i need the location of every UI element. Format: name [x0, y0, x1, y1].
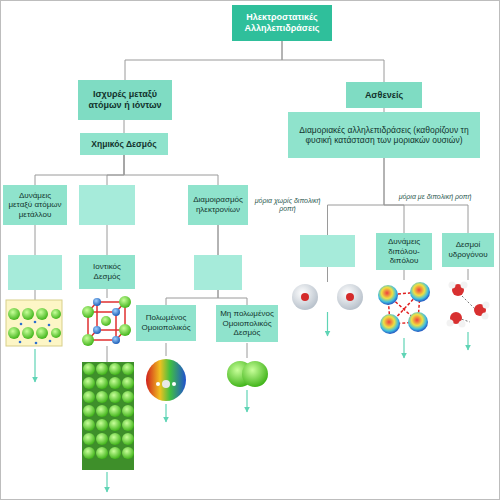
- leader-line: [404, 269, 405, 280]
- concept-box: Δεσμοί υδρογόνου: [442, 233, 494, 267]
- concept-text: Ιοντικός Δεσμός: [82, 262, 132, 281]
- empty-box: [300, 235, 355, 267]
- connector: [107, 155, 124, 255]
- branch-label: μόρια χωρίς διπολική ροπή: [251, 197, 324, 214]
- nonpolar-molecule-picture: [227, 361, 268, 387]
- concept-box: Πολωμένος Ομοιοπολικός: [136, 305, 196, 341]
- concept-box: Ασθενείς: [346, 82, 422, 108]
- concept-text: Διαμοιρασμός ηλεκτρονίων: [191, 195, 245, 214]
- concept-text: Ασθενείς: [365, 90, 403, 101]
- down-arrow: [467, 332, 468, 350]
- concept-box: Δυνάμεις διπόλου-διπόλου: [376, 233, 432, 270]
- dipole-picture: [378, 282, 430, 334]
- concept-text: Δυνάμεις μεταξύ ατόμων μετάλλου: [6, 191, 64, 220]
- concept-box: Ηλεκτροστατικές Αλληλεπιδράσεις: [232, 5, 332, 41]
- ionic-lattice-picture: [82, 362, 134, 470]
- leader-lines: [35, 205, 384, 362]
- concept-text: Διαμοριακές αλληλεπιδράσεις (καθορίζουν …: [291, 125, 477, 145]
- leader-line: [247, 343, 248, 358]
- down-arrow: [34, 349, 35, 382]
- connector: [218, 225, 247, 305]
- concept-box: Διαμοιρασμός ηλεκτρονίων: [188, 185, 248, 225]
- down-arrow: [106, 472, 107, 492]
- connector: [124, 120, 125, 133]
- nonpolar-molecules-picture: [292, 284, 363, 310]
- concept-box: Μη πολωμένος Ομοιοπολικός Δεσμός: [216, 305, 278, 342]
- concept-box: Ισχυρές μεταξύ ατόμων ή ιόντων: [78, 80, 172, 120]
- metallic-bond-picture: [6, 300, 62, 346]
- concept-text: Δυνάμεις διπόλου-διπόλου: [379, 237, 429, 266]
- leader-line: [166, 343, 167, 356]
- concept-box: Δυνάμεις μεταξύ ατόμων μετάλλου: [3, 185, 67, 225]
- concept-box: Διαμοριακές αλληλεπιδράσεις (καθορίζουν …: [288, 112, 480, 158]
- polar-molecule-picture: [146, 359, 186, 401]
- leader-line: [468, 269, 469, 280]
- down-arrow: [327, 312, 328, 336]
- concept-text: Ισχυρές μεταξύ ατόμων ή ιόντων: [81, 89, 169, 111]
- down-arrow: [246, 390, 247, 412]
- ionic-cube-picture: [82, 296, 131, 346]
- empty-box: [194, 255, 242, 290]
- connector: [282, 41, 384, 82]
- concept-box: Χημικός Δεσμός: [80, 133, 168, 155]
- connector: [166, 225, 218, 305]
- empty-box: [79, 185, 135, 225]
- leader-line: [327, 267, 328, 282]
- concept-text: Ηλεκτροστατικές Αλληλεπιδράσεις: [235, 12, 329, 34]
- down-arrow: [165, 404, 166, 422]
- empty-box: [8, 255, 62, 290]
- concept-box: Ιοντικός Δεσμός: [79, 255, 135, 289]
- concept-text: Χημικός Δεσμός: [91, 139, 156, 149]
- concept-text: Πολωμένος Ομοιοπολικός: [139, 313, 193, 332]
- connector: [35, 155, 124, 185]
- down-arrow: [403, 338, 404, 358]
- concept-text: Δεσμοί υδρογόνου: [445, 240, 491, 259]
- connector: [125, 41, 282, 80]
- connector: [124, 155, 218, 185]
- concept-text: Μη πολωμένος Ομοιοπολικός Δεσμός: [219, 309, 275, 338]
- hydrogen-bond-picture: [447, 282, 490, 328]
- branch-label: μόρια με διπολική ροπή: [388, 193, 482, 201]
